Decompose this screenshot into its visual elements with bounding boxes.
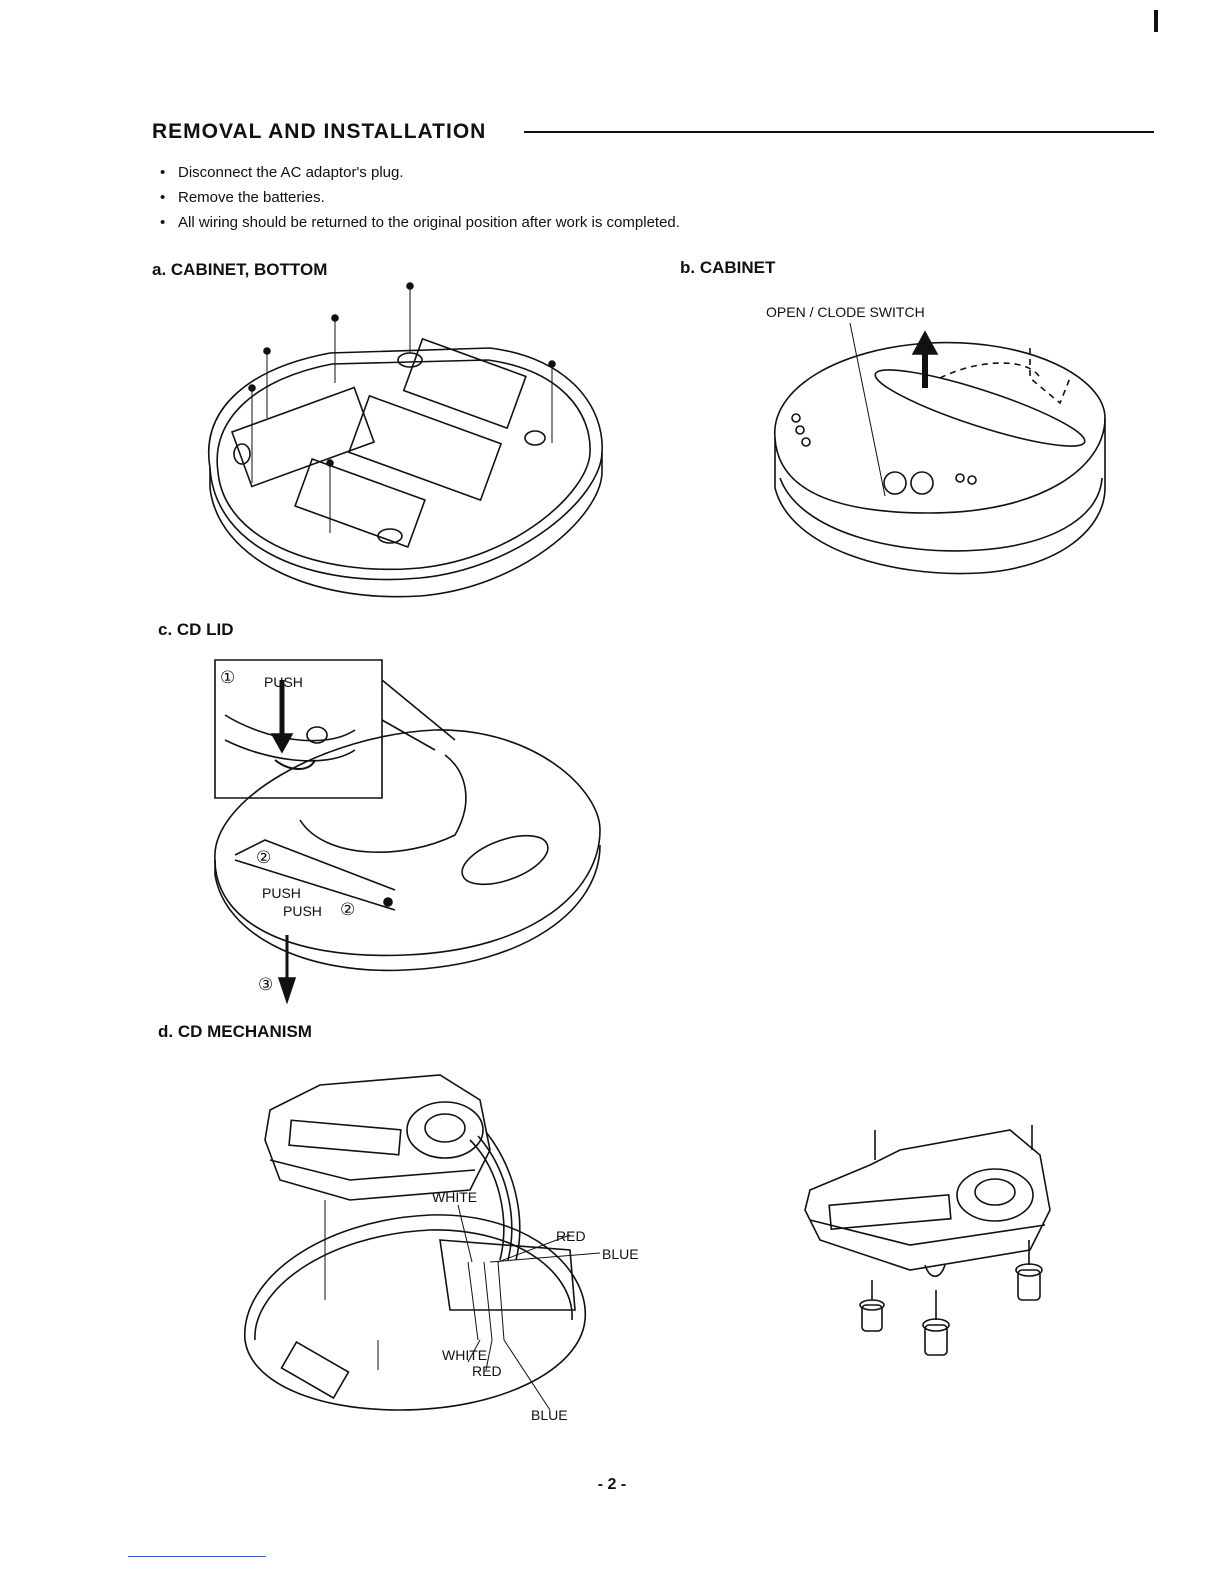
cd-mechanism-underside-figure <box>800 1120 1065 1365</box>
footer-line <box>128 1556 266 1557</box>
section-b-heading: b. CABINET <box>680 258 775 278</box>
section-c-heading: c. CD LID <box>158 620 234 640</box>
title-rule <box>524 131 1154 133</box>
wire-label-blue: BLUE <box>602 1246 639 1262</box>
step-1-marker: ① <box>220 668 235 688</box>
step-2-marker: ② <box>256 848 271 868</box>
wire-label-white: WHITE <box>442 1347 487 1363</box>
page-corner-mark <box>1154 10 1158 32</box>
wire-label-white: WHITE <box>432 1189 477 1205</box>
push-label: PUSH <box>283 903 322 919</box>
instruction-item: Remove the batteries. <box>160 185 680 210</box>
step-3-marker: ③ <box>258 975 273 995</box>
page-number: - 2 - <box>0 1476 1224 1494</box>
cabinet-figure <box>760 318 1110 580</box>
cd-lid-figure <box>205 660 605 1005</box>
instruction-item: All wiring should be returned to the ori… <box>160 210 680 235</box>
push-label: PUSH <box>264 674 303 690</box>
section-a-heading: a. CABINET, BOTTOM <box>152 260 327 280</box>
instruction-item: Disconnect the AC adaptor's plug. <box>160 160 680 185</box>
instruction-list: Disconnect the AC adaptor's plug. Remove… <box>160 160 680 235</box>
cabinet-bottom-figure <box>190 278 620 608</box>
wire-label-red: RED <box>472 1363 502 1379</box>
push-label: PUSH <box>262 885 301 901</box>
cd-mechanism-figure <box>240 1070 600 1425</box>
section-d-heading: d. CD MECHANISM <box>158 1022 312 1042</box>
wire-label-blue: BLUE <box>531 1407 568 1423</box>
step-2-marker: ② <box>340 900 355 920</box>
page-title: REMOVAL AND INSTALLATION <box>152 120 486 144</box>
wire-label-red: RED <box>556 1228 586 1244</box>
